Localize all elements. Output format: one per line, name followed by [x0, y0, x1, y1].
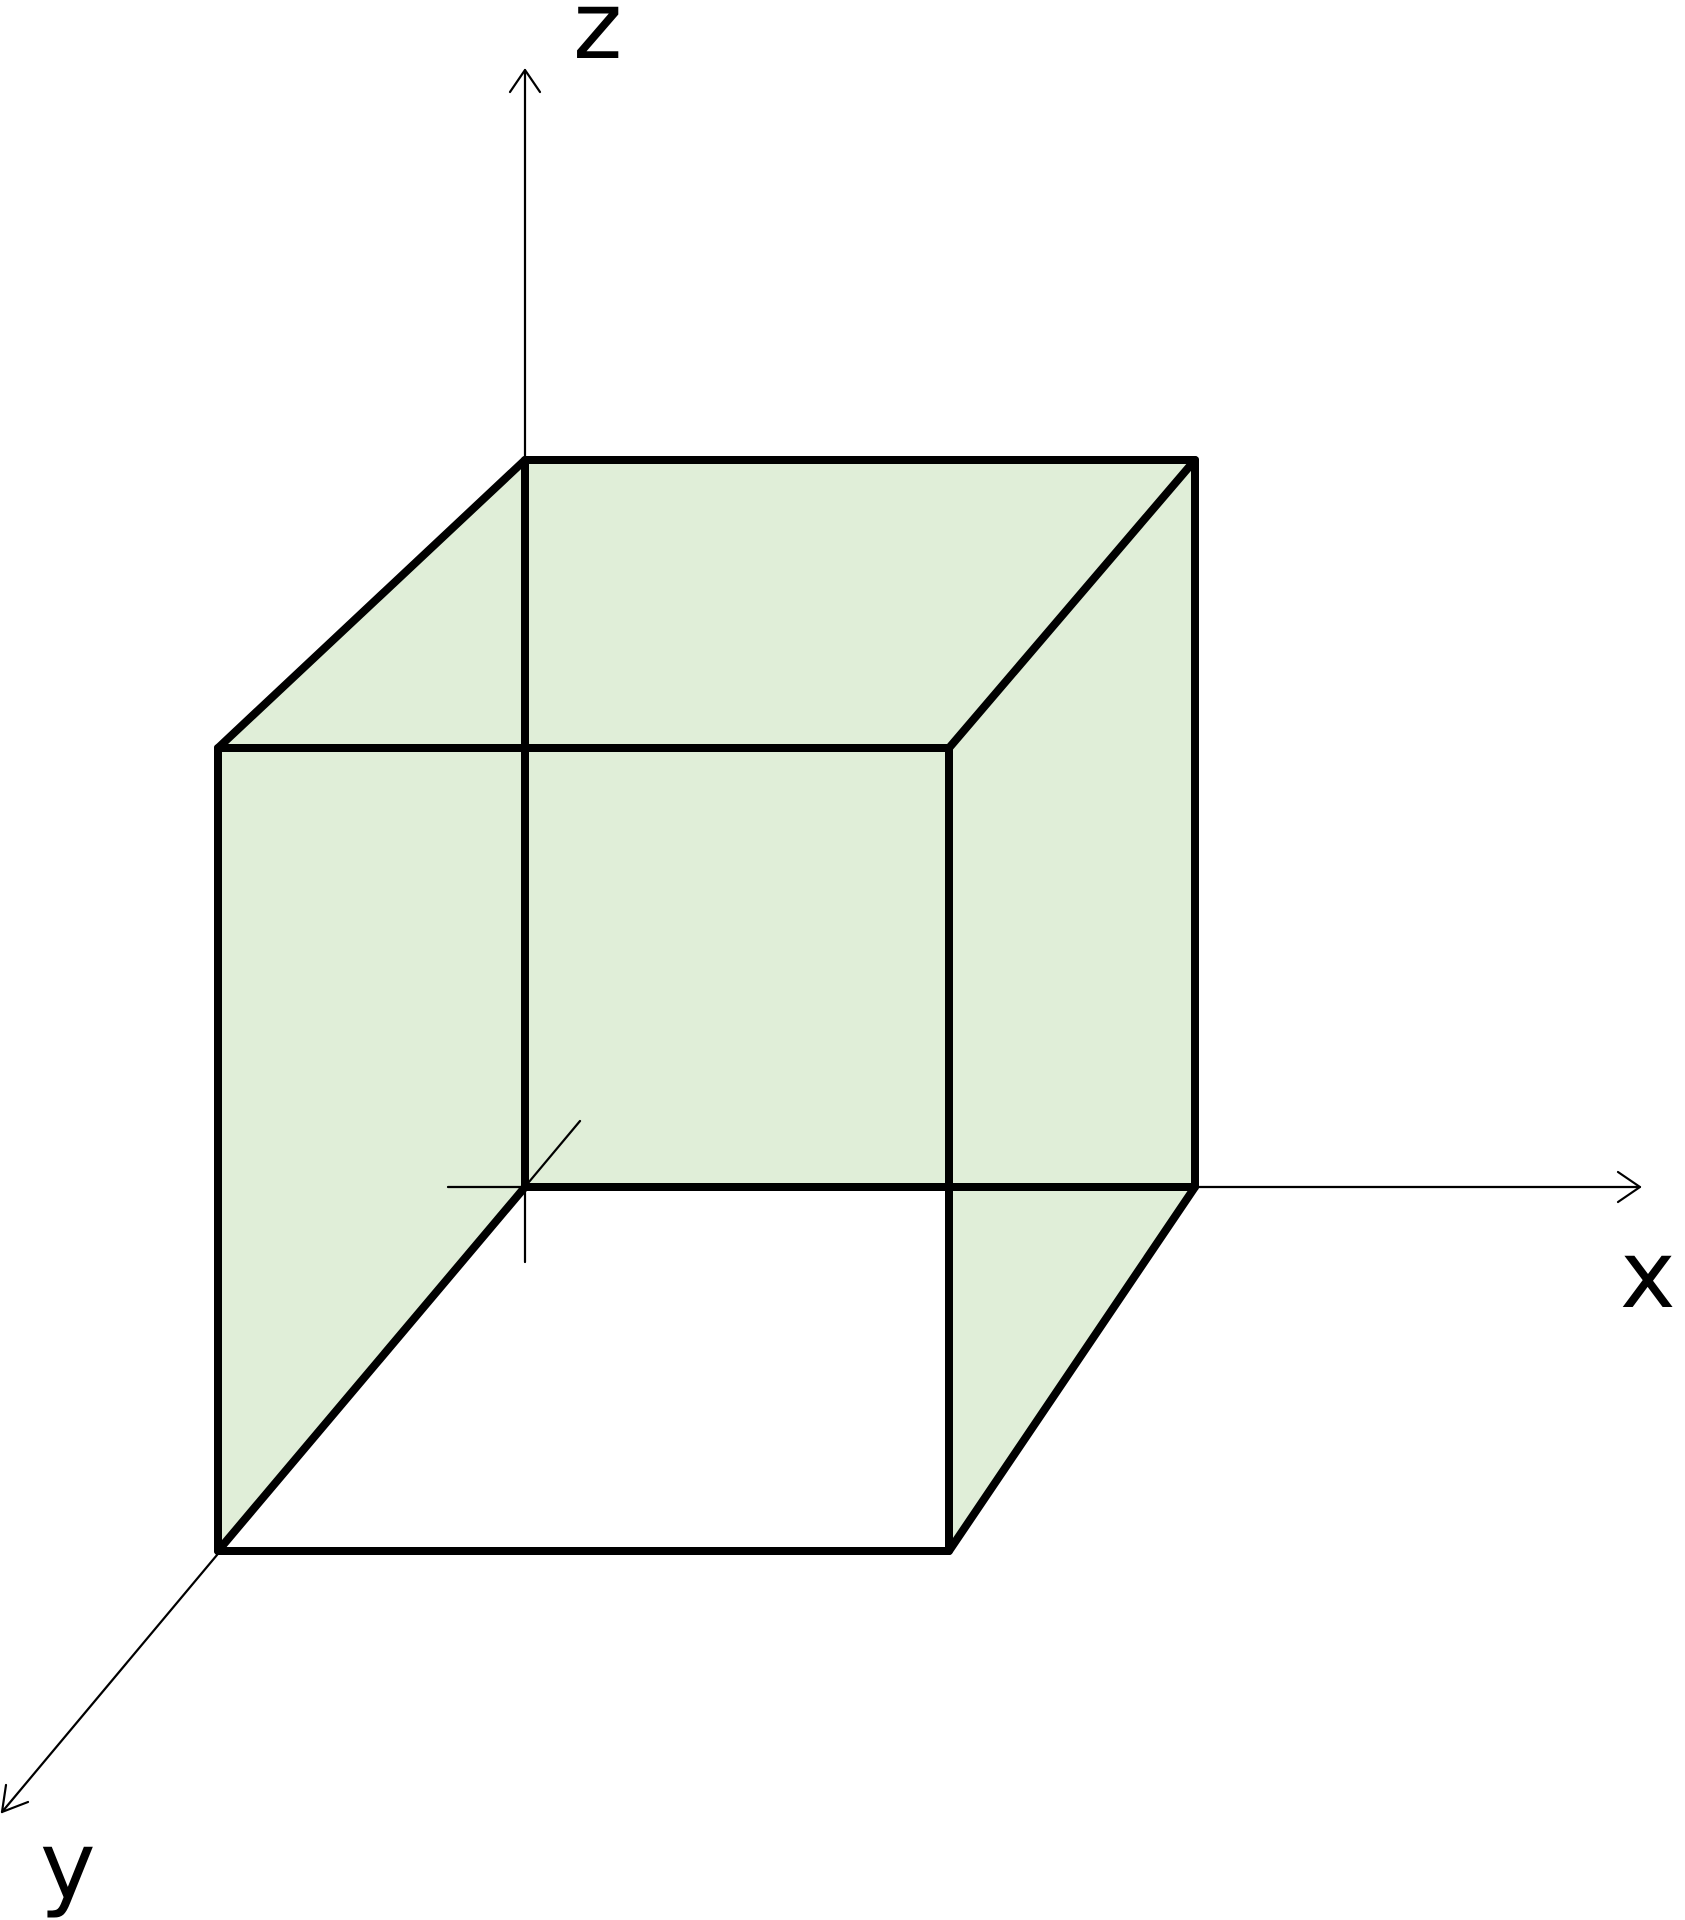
cube-faces: [218, 460, 1195, 1551]
cube-edges: [214, 456, 1199, 1555]
z-axis-arrowhead: [508, 68, 542, 94]
cube-right-face: [949, 460, 1195, 1551]
x-axis-arrowhead: [1616, 1170, 1642, 1204]
y-axis-label: y: [40, 1812, 96, 1920]
z-axis-label: z: [573, 0, 622, 81]
cube-edge: [214, 456, 529, 752]
cube-edge: [214, 1183, 529, 1555]
cube-edge: [945, 456, 1199, 752]
x-axis-label: x: [1620, 1221, 1676, 1330]
cube-edge: [945, 1183, 1199, 1555]
cube-left-face: [218, 460, 525, 1551]
y-axis-arrowhead: [0, 1783, 30, 1814]
